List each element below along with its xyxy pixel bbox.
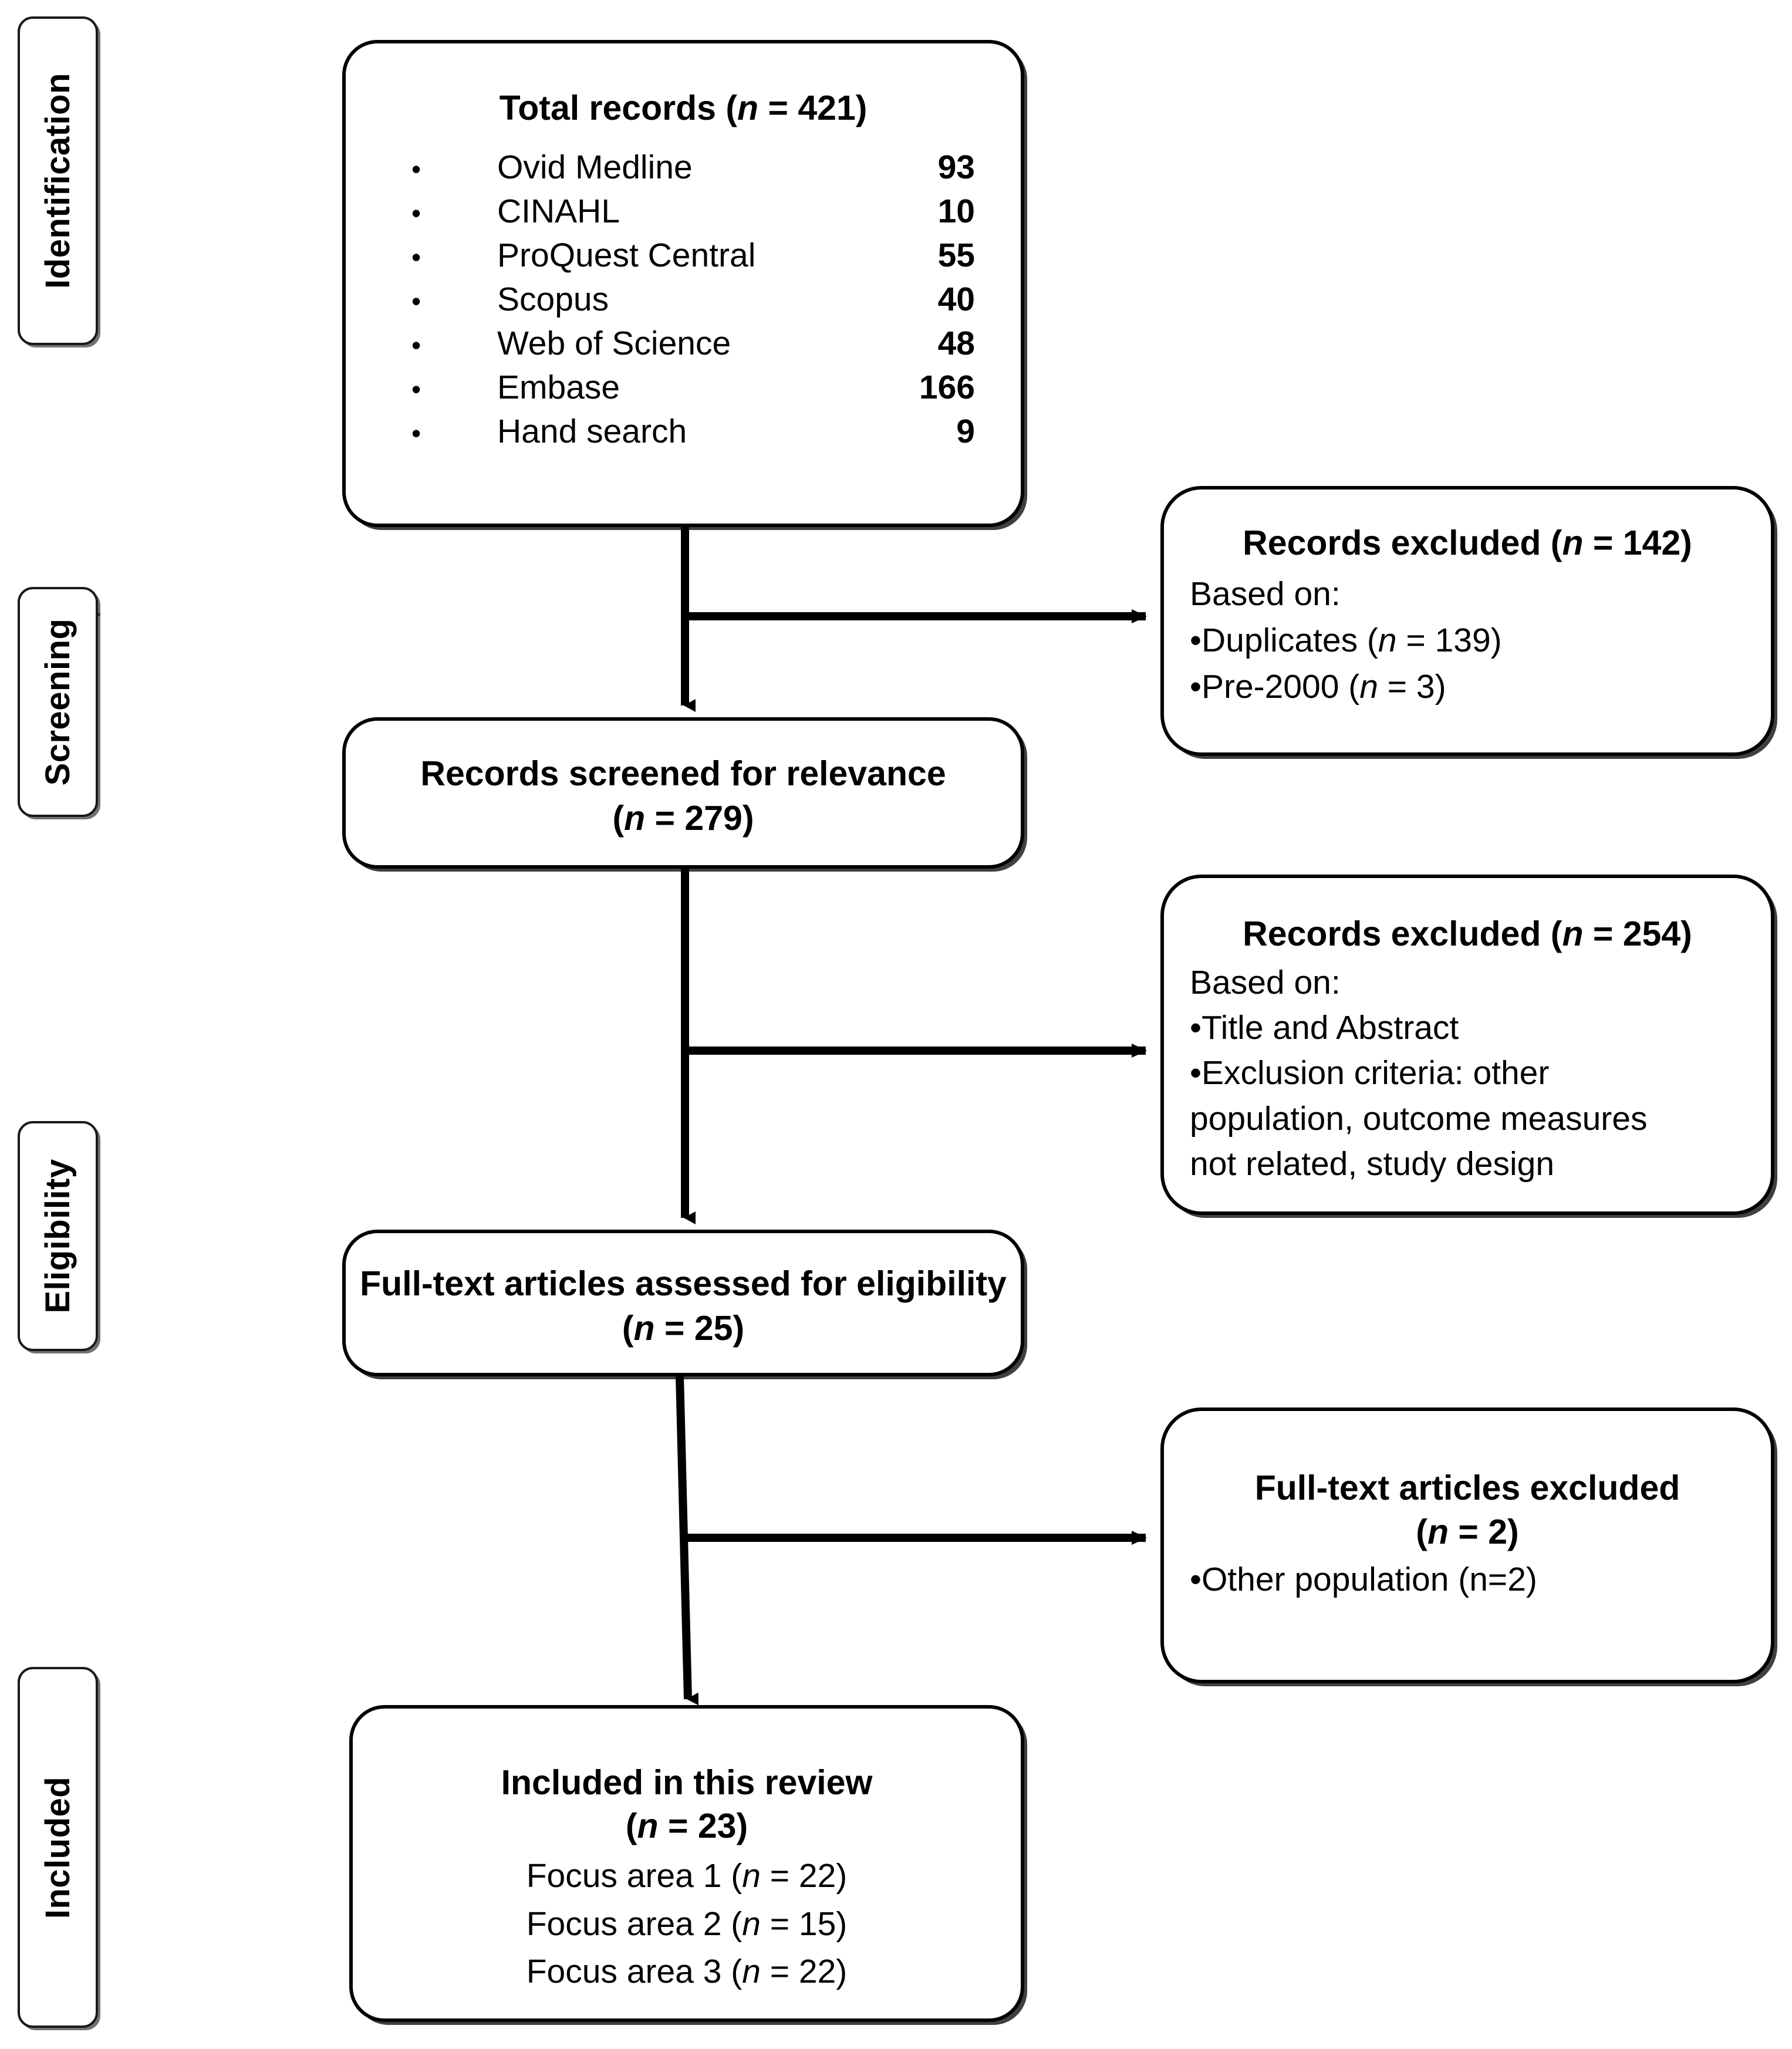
source-name: ProQuest Central — [497, 237, 756, 274]
fulltext-excluded-count: (n = 2) — [1416, 1512, 1519, 1551]
source-name: Hand search — [497, 413, 687, 450]
box-fulltext-excluded: Full-text articles excluded (n = 2) •Oth… — [1160, 1407, 1774, 1683]
box-total-records: Total records (n = 421) • Ovid Medline 9… — [342, 40, 1024, 527]
records-excluded-1-item: •Duplicates (n = 139) — [1190, 622, 1502, 660]
fulltext-excluded-item: •Other population (n=2) — [1190, 1560, 1537, 1598]
records-excluded-1-basedon: Based on: — [1190, 575, 1341, 613]
records-excluded-2-basedon: Based on: — [1190, 963, 1341, 1001]
source-name: Scopus — [497, 281, 609, 318]
bullet-icon: • — [411, 242, 421, 272]
total-records-title: Total records (n = 421) — [499, 89, 868, 127]
focus-area-row: Focus area 3 (n = 22) — [526, 1953, 848, 1991]
stage-label-box-identification: Identification — [18, 16, 98, 345]
focus-area-row: Focus area 1 (n = 22) — [526, 1857, 848, 1895]
bullet-icon: • — [411, 330, 421, 360]
records-excluded-2-item: •Exclusion criteria: other — [1190, 1054, 1550, 1092]
box-records-excluded-1: Records excluded (n = 142) Based on: •Du… — [1160, 486, 1774, 756]
source-count: 40 — [937, 281, 975, 318]
stage-label-screening: Screening — [38, 618, 77, 786]
source-count: 10 — [937, 193, 975, 230]
stage-label-eligibility: Eligibility — [38, 1159, 77, 1314]
stage-label-box-included: Included — [18, 1667, 98, 2028]
source-name: Web of Science — [497, 325, 731, 362]
box-fulltext-assessed: Full-text articles assessed for eligibil… — [342, 1230, 1024, 1376]
source-count: 93 — [937, 148, 975, 186]
records-excluded-1-heading: Records excluded (n = 142) — [1243, 524, 1692, 562]
source-count: 9 — [956, 413, 975, 450]
source-count: 55 — [937, 237, 975, 274]
stage-label-identification: Identification — [38, 73, 77, 289]
bullet-icon: • — [411, 198, 421, 228]
bullet-icon: • — [411, 286, 421, 316]
source-row: • Hand search 9 — [411, 412, 975, 456]
box-records-excluded-2: Records excluded (n = 254) Based on: •Ti… — [1160, 875, 1774, 1215]
stage-label-included: Included — [38, 1776, 77, 1919]
source-count: 48 — [937, 325, 975, 362]
fulltext-assessed-title: Full-text articles assessed for eligibil… — [360, 1264, 1007, 1303]
box-records-screened: Records screened for relevance (n = 279) — [342, 717, 1024, 869]
records-excluded-2-item: •Title and Abstract — [1190, 1009, 1459, 1047]
source-name: Ovid Medline — [497, 148, 693, 186]
box-included-final: Included in this review (n = 23) Focus a… — [349, 1705, 1024, 2022]
records-screened-title: Records screened for relevance — [420, 754, 946, 793]
bullet-icon: • — [411, 374, 421, 404]
connector-eligibility-to-included — [676, 1376, 1147, 1706]
records-excluded-1-item: •Pre-2000 (n = 3) — [1190, 668, 1446, 706]
bullet-icon: • — [411, 418, 421, 448]
connector-screening-to-eligibility — [681, 869, 1147, 1224]
records-excluded-2-item-cont: not related, study design — [1190, 1145, 1555, 1183]
source-name: Embase — [497, 369, 620, 406]
source-row: • CINAHL 10 — [411, 192, 975, 236]
connector-identification-to-screening — [681, 527, 1147, 712]
source-row: • Web of Science 48 — [411, 324, 975, 368]
source-row: • ProQuest Central 55 — [411, 236, 975, 280]
stage-label-box-eligibility: Eligibility — [18, 1121, 98, 1351]
records-excluded-2-item-cont: population, outcome measures — [1190, 1099, 1648, 1137]
focus-area-row: Focus area 2 (n = 15) — [526, 1905, 848, 1943]
records-excluded-2-heading: Records excluded (n = 254) — [1243, 914, 1692, 953]
source-counts-list: • Ovid Medline 93 • CINAHL 10 • ProQuest… — [411, 148, 975, 456]
source-row: • Ovid Medline 93 — [411, 148, 975, 192]
records-screened-count: (n = 279) — [612, 798, 754, 838]
included-final-count: (n = 23) — [625, 1806, 748, 1845]
bullet-icon: • — [411, 154, 421, 184]
source-row: • Scopus 40 — [411, 280, 975, 324]
fulltext-excluded-heading: Full-text articles excluded — [1254, 1469, 1680, 1507]
source-count: 166 — [919, 369, 975, 406]
stage-label-box-screening: Screening — [18, 587, 98, 817]
included-final-title: Included in this review — [501, 1763, 873, 1802]
source-name: CINAHL — [497, 193, 620, 230]
fulltext-assessed-count: (n = 25) — [622, 1308, 745, 1348]
source-row: • Embase 166 — [411, 368, 975, 412]
